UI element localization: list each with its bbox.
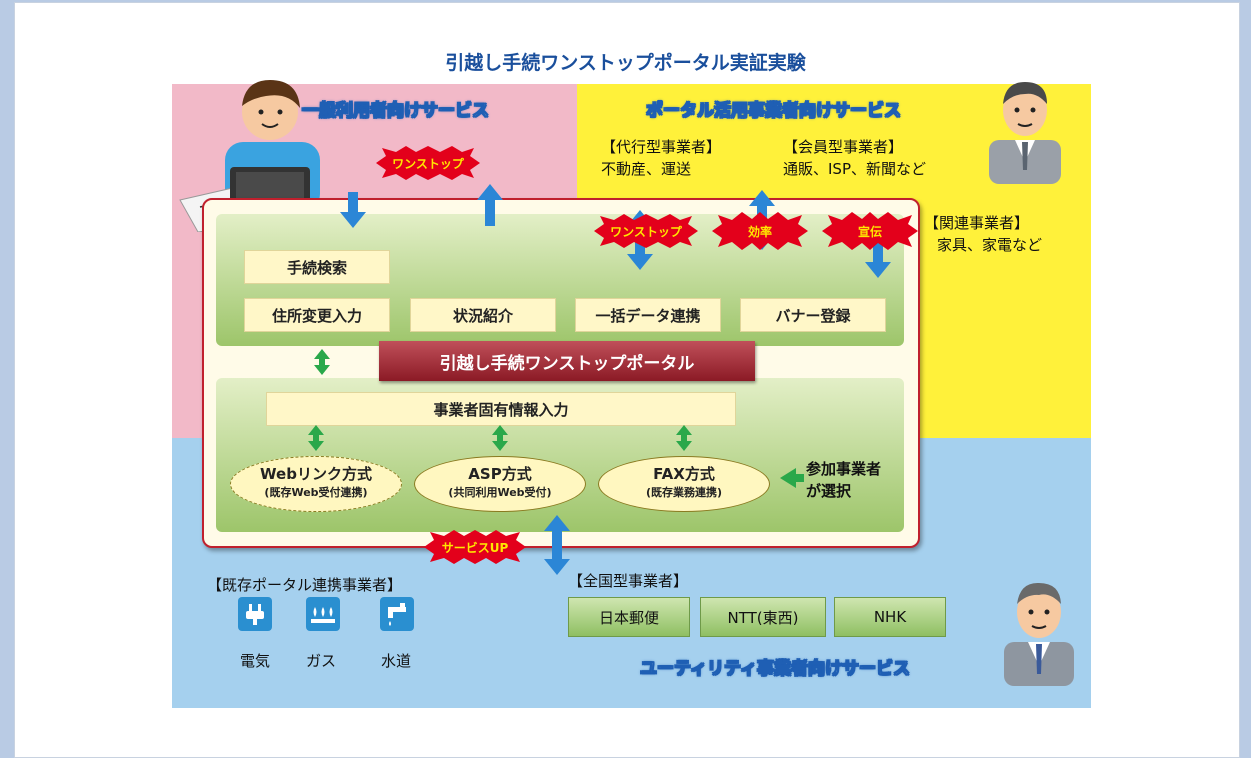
plug-icon (238, 597, 272, 631)
business-person-illustration-top (989, 82, 1061, 184)
member-business-title: 【会員型事業者】 (783, 138, 904, 156)
up-arrow-from-portal (477, 184, 503, 226)
water-label: 水道 (381, 652, 412, 670)
onestop-badge-left: ワンストップ (376, 146, 480, 180)
function-address-change-box: 住所変更入力 (244, 298, 390, 332)
method-fax-name: FAX方式 (653, 465, 715, 483)
function-bulk-data-box: 一括データ連携 (575, 298, 721, 332)
gas-label: ガス (306, 652, 337, 670)
national-ntt: NTT(東西) (700, 597, 826, 637)
national-nhk: NHK (834, 597, 946, 637)
water-faucet-icon (380, 597, 414, 631)
national-japan-post: 日本郵便 (568, 597, 690, 637)
related-business-title: 【関連事業者】 (924, 214, 1030, 232)
portal-business-service-label: ポータル活用事業者向けサービス (646, 101, 902, 122)
business-person-illustration-bottom (1004, 582, 1074, 686)
green-arrow-functions-portal (314, 349, 330, 375)
method-asp-name: ASP方式 (468, 465, 532, 483)
diagram-title: 引越し手続ワンストップポータル実証実験 (445, 52, 806, 74)
participant-selection-line1: 参加事業者 (806, 460, 882, 478)
method-fax: FAX方式 (既存業務連携) (598, 456, 770, 512)
participant-selection-line2: が選択 (806, 482, 852, 500)
promotion-badge: 宣伝 (822, 212, 918, 250)
related-business-items: 家具、家電など (937, 236, 1043, 254)
service-up-badge: サービスUP (424, 530, 526, 564)
agency-business-title: 【代行型事業者】 (601, 138, 722, 156)
method-asp: ASP方式 (共同利用Web受付) (414, 456, 586, 512)
function-banner-box: バナー登録 (740, 298, 886, 332)
double-arrow-national (544, 515, 570, 575)
green-arrow-selection (780, 468, 804, 488)
gas-flame-icon (306, 597, 340, 631)
method-asp-sub: (共同利用Web受付) (448, 486, 552, 499)
electricity-label: 電気 (240, 652, 271, 670)
utility-service-label: ユーティリティ事業者向けサービス (640, 659, 911, 680)
portal-title-banner: 引越し手続ワンストップポータル (379, 341, 755, 381)
green-arrow-asp (492, 425, 508, 451)
method-web-link-sub: (既存Web受付連携) (264, 486, 368, 499)
member-business-items: 通販、ISP、新聞など (783, 160, 926, 178)
function-search-box: 手続検索 (244, 250, 390, 284)
down-arrow-to-portal (340, 192, 366, 228)
business-info-input-box: 事業者固有情報入力 (266, 392, 736, 426)
general-user-service-label: 一般利用者向けサービス (302, 101, 490, 122)
existing-portal-title: 【既存ポータル連携事業者】 (207, 576, 403, 594)
green-arrow-web-link (308, 425, 324, 451)
method-fax-sub: (既存業務連携) (645, 486, 723, 499)
efficiency-badge: 効率 (712, 212, 808, 250)
method-web-link-name: Webリンク方式 (260, 465, 372, 483)
national-business-title: 【全国型事業者】 (568, 572, 689, 590)
agency-business-items: 不動産、運送 (601, 160, 692, 178)
onestop-badge-right: ワンストップ (594, 214, 698, 248)
method-web-link: Webリンク方式 (既存Web受付連携) (230, 456, 402, 512)
function-status-box: 状況紹介 (410, 298, 556, 332)
green-arrow-fax (676, 425, 692, 451)
